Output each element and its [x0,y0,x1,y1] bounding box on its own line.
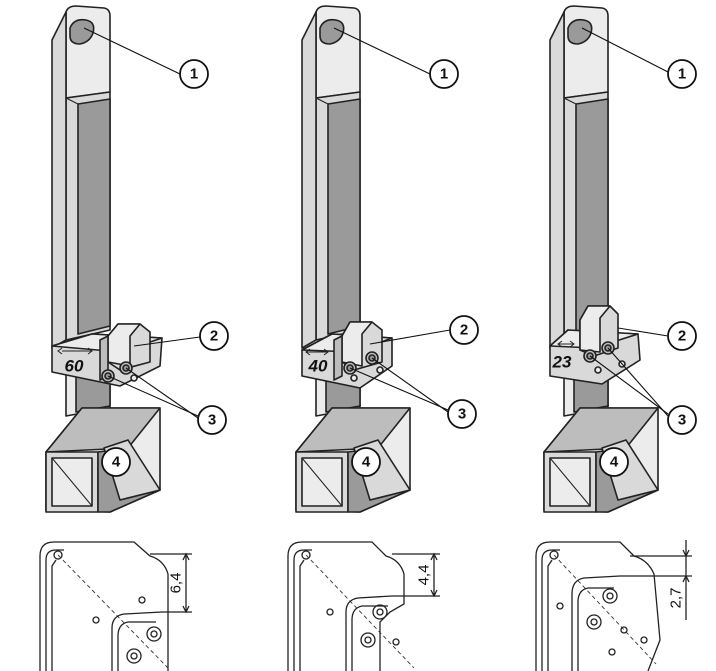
column [301,5,361,417]
bracket [51,323,163,387]
foot [45,407,161,513]
foot [295,407,411,513]
detail-view-3: 2,7 [535,540,692,671]
callout-3: 3 [447,399,477,429]
leader-1 [333,27,431,75]
callout-4: 4 [351,447,381,477]
badge-label: 40 [308,357,328,376]
badge-label: 60 [65,357,84,376]
dimension-label: 2,7 [668,588,685,609]
callout-2: 2 [449,315,479,345]
leader-1 [581,27,669,73]
callout-4: 4 [599,447,629,477]
svg-text:4: 4 [362,454,371,471]
callout-1: 1 [667,59,697,89]
variant-2-assembly: 40 1 2 3 4 [295,5,479,513]
leader-2 [617,327,669,337]
leader-2 [369,329,451,345]
badge-label: 23 [552,353,572,372]
svg-text:1: 1 [190,66,198,83]
leader-3b [371,357,449,413]
svg-text:4: 4 [610,454,619,471]
svg-text:2: 2 [678,328,686,345]
dimension-label: 6,4 [168,573,185,594]
dimension-label: 4,4 [416,565,433,586]
foot [543,407,659,513]
svg-text:1: 1 [678,66,686,83]
column [549,5,609,417]
callout-1: 1 [179,59,209,89]
leader-1 [83,27,181,75]
leader-3b [125,367,199,419]
svg-text:3: 3 [208,412,216,429]
svg-text:2: 2 [460,322,468,339]
callout-2: 2 [667,321,697,351]
leader-3b [607,347,669,417]
leader-3a [589,355,669,415]
svg-text:3: 3 [458,406,466,423]
callout-3: 3 [667,405,697,435]
callout-3: 3 [197,405,227,435]
leader-2 [133,336,201,347]
variant-1-assembly: 60 1 2 3 4 [45,5,229,513]
callout-4: 4 [101,447,131,477]
leader-3a [107,375,199,417]
bracket [549,305,641,385]
top-hole [319,18,345,45]
svg-text:4: 4 [112,454,121,471]
callout-1: 1 [429,59,459,89]
detail-view-1: 6,4 [39,541,192,671]
top-hole [69,18,95,45]
detail-view-2: 4,4 [287,541,440,671]
svg-text:2: 2 [210,328,218,345]
callout-2: 2 [199,321,229,351]
variant-3-assembly: 23 1 2 3 4 [543,5,697,513]
svg-text:1: 1 [440,66,448,83]
leader-3a [349,367,449,411]
svg-text:3: 3 [678,412,686,429]
